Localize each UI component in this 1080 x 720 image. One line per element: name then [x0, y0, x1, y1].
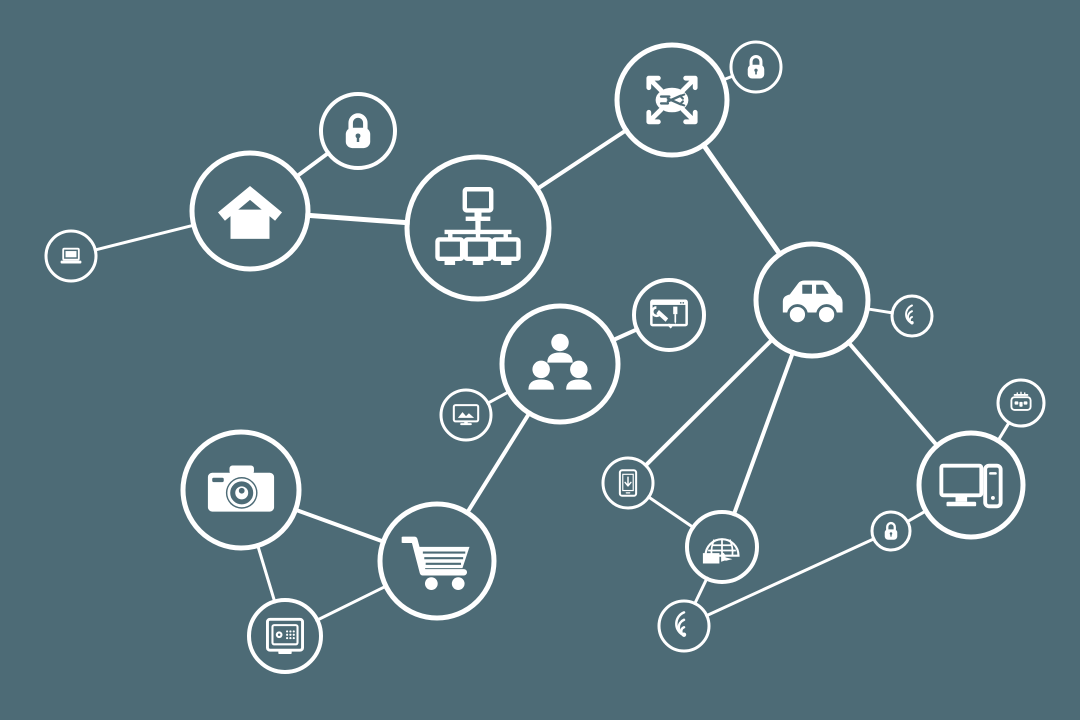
node-house[interactable]: Smart Home [189, 150, 311, 272]
node-wifi-hub[interactable]: Wi-Fi Access Point [657, 599, 711, 653]
node-media-screen[interactable]: Media Display [439, 388, 493, 442]
node-disc-tools-screen [636, 282, 702, 348]
edge-switch-to-car [700, 141, 783, 258]
node-layer: Laptop Smart HomeHome Security LockLocal … [44, 40, 1046, 674]
edge-house-to-padlock-home [293, 150, 332, 180]
node-lan[interactable]: Local Network [404, 154, 552, 302]
node-ring-padlock-home [319, 92, 397, 170]
node-wifi-car[interactable]: Vehicle Wi-Fi [890, 294, 934, 338]
node-ring-camera [180, 429, 302, 551]
node-ring-desktop [916, 430, 1026, 540]
node-disc-users [504, 308, 616, 420]
edge-car-to-wifi-car [864, 307, 895, 315]
node-ring-phone [601, 456, 655, 510]
edge-car-to-phone [643, 336, 776, 469]
node-ring-switch [614, 42, 730, 158]
node-ring-robot [996, 378, 1046, 428]
edge-safe-to-cart [314, 584, 389, 623]
edge-users-to-tools-screen [609, 326, 640, 343]
node-disc-safe [251, 602, 319, 670]
node-ring-cart [377, 501, 497, 621]
node-users[interactable]: Users [499, 303, 621, 425]
node-ring-padlock-pc [870, 510, 912, 552]
node-ring-lan [404, 154, 552, 302]
node-tools-screen[interactable]: Device Settings [632, 278, 706, 352]
node-ring-wifi-car [890, 294, 934, 338]
node-disc-desktop [921, 435, 1021, 535]
node-padlock-home[interactable]: Home Security Lock [319, 92, 397, 170]
node-ring-users [499, 303, 621, 425]
edge-globe-to-wifi-hub [692, 576, 709, 606]
edge-users-to-cart [464, 410, 532, 516]
edge-camera-to-cart [292, 507, 387, 544]
node-laptop[interactable]: Laptop [44, 229, 98, 283]
node-car[interactable]: Connected Car [753, 241, 871, 359]
edge-wifi-hub-to-padlock-pc [704, 537, 877, 618]
node-camera[interactable]: Camera [180, 429, 302, 551]
edge-lan-to-switch [534, 127, 629, 192]
node-safe[interactable]: Secure Storage [247, 598, 323, 674]
node-ring-car [753, 241, 871, 359]
node-cart[interactable]: Online Shopping [377, 501, 497, 621]
edge-phone-to-globe [646, 495, 696, 530]
node-padlock-pc[interactable]: Endpoint Protection [870, 510, 912, 552]
node-ring-house [189, 150, 311, 272]
node-desktop[interactable]: Desktop Computer [916, 430, 1026, 540]
edge-car-to-desktop [845, 339, 940, 449]
edge-car-to-globe [731, 349, 796, 518]
node-globe[interactable]: Internet [685, 510, 759, 584]
node-phone[interactable]: Smartphone [601, 456, 655, 510]
edge-layer [92, 74, 1012, 623]
node-ring-laptop [44, 229, 98, 283]
node-disc-media-screen [442, 391, 490, 439]
node-ring-tools-screen [632, 278, 706, 352]
node-switch[interactable]: Router / Switch [614, 42, 730, 158]
edge-desktop-to-robot [996, 420, 1012, 443]
node-ring-media-screen [439, 388, 493, 442]
node-ring-padlock-net [729, 40, 783, 94]
node-robot[interactable]: Automation Bot [996, 378, 1046, 428]
edge-laptop-to-house [92, 223, 197, 252]
node-ring-globe [685, 510, 759, 584]
node-ring-wifi-hub [657, 599, 711, 653]
edge-padlock-pc-to-desktop [905, 508, 929, 524]
edge-camera-to-safe [255, 543, 277, 604]
edge-house-to-lan [304, 212, 411, 226]
node-padlock-net[interactable]: Network Encryption [729, 40, 783, 94]
node-ring-safe [247, 598, 323, 674]
edge-users-to-media-screen [485, 389, 512, 406]
